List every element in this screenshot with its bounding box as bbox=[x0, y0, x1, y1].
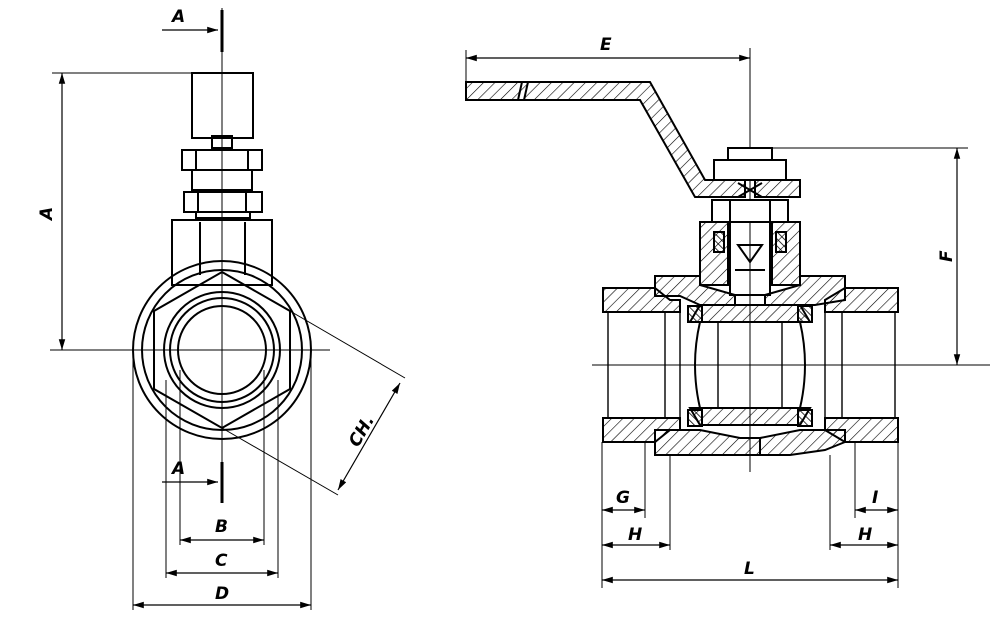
label-section-bottom: A bbox=[170, 459, 185, 479]
stem-top bbox=[211, 135, 233, 149]
end-view bbox=[50, 8, 406, 610]
ball-top bbox=[688, 304, 812, 323]
end-cap-right-top bbox=[824, 287, 899, 313]
label-hex-CH: CH. bbox=[345, 412, 379, 451]
end-cap-left-top bbox=[602, 287, 681, 313]
label-diam-C: C bbox=[215, 551, 228, 571]
body-bottom-left bbox=[654, 429, 761, 456]
packing-nut bbox=[183, 191, 263, 213]
section-view bbox=[465, 48, 990, 588]
stem-nut-body bbox=[713, 159, 787, 181]
label-diam-D: D bbox=[215, 584, 229, 604]
seat-right-top bbox=[797, 305, 813, 323]
top-nut bbox=[181, 149, 263, 171]
label-thread-I: I bbox=[872, 488, 878, 508]
packing-nut-sec bbox=[711, 199, 789, 223]
handle-lever bbox=[465, 81, 746, 198]
label-section-top: A bbox=[170, 7, 185, 27]
port-outer bbox=[163, 291, 281, 409]
label-thread-G: G bbox=[616, 488, 630, 508]
label-height-F: F bbox=[937, 250, 957, 262]
ext-CH-2 bbox=[221, 427, 339, 496]
dim-CH bbox=[337, 382, 401, 491]
ball-outline bbox=[694, 321, 806, 409]
port-inner bbox=[177, 305, 267, 395]
body-bottom-right bbox=[759, 429, 846, 456]
washer bbox=[195, 211, 251, 219]
seat-left-top bbox=[687, 305, 703, 323]
seat-right-bottom bbox=[797, 409, 813, 427]
handle-break-2 bbox=[523, 81, 529, 101]
ext-CH-1 bbox=[289, 310, 406, 379]
handle-break bbox=[517, 81, 523, 101]
label-handle-E: E bbox=[600, 35, 612, 55]
label-height-A: A bbox=[37, 207, 57, 222]
port-mid bbox=[169, 297, 275, 403]
label-len-H-left: H bbox=[628, 525, 642, 545]
label-len-H-right: H bbox=[858, 525, 872, 545]
handle-stub bbox=[191, 72, 254, 139]
ball-bottom bbox=[688, 407, 812, 426]
handle-lever-right bbox=[754, 179, 801, 198]
stem-collar bbox=[191, 169, 253, 191]
body-inner-circle bbox=[141, 269, 303, 431]
packing-left bbox=[713, 231, 725, 253]
label-diam-B: B bbox=[215, 517, 228, 537]
stem-nut-x bbox=[737, 182, 763, 198]
seat-left-bottom bbox=[687, 409, 703, 427]
label-length-L: L bbox=[744, 559, 755, 579]
body-neck bbox=[171, 219, 273, 286]
packing-right bbox=[775, 231, 787, 253]
